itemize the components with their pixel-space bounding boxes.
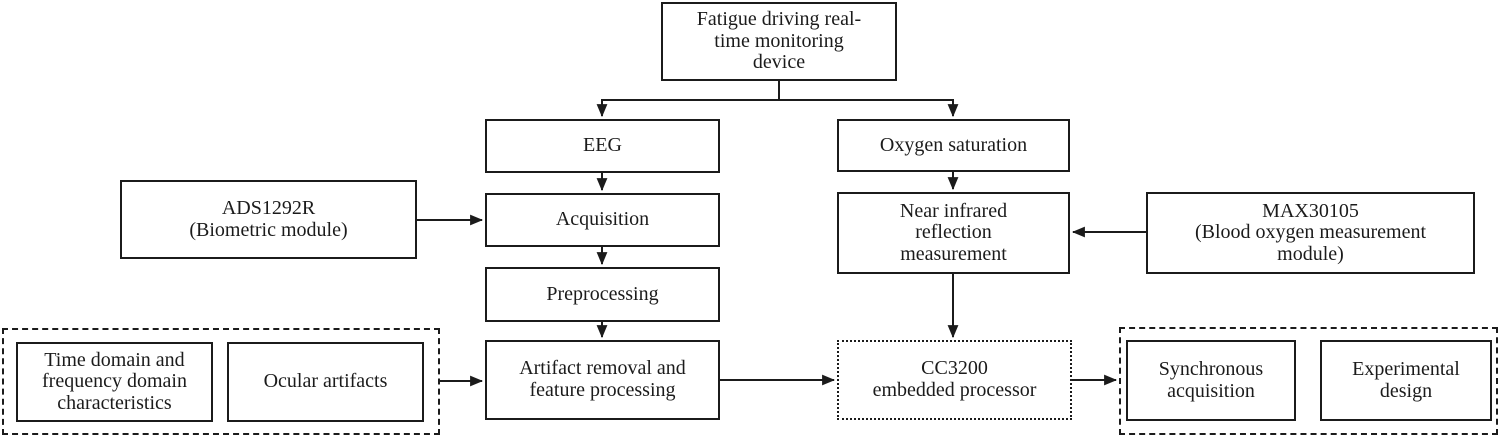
node-time-frequency-characteristics: Time domain and frequency domain charact… (16, 342, 213, 422)
node-acquisition: Acquisition (485, 193, 720, 247)
node-max30105: MAX30105 (Blood oxygen measurement modul… (1146, 192, 1475, 274)
experiment-group-box (1119, 327, 1498, 435)
node-preprocessing: Preprocessing (485, 267, 720, 322)
eeg-feature-group-box (2, 328, 440, 435)
node-oxygen-saturation: Oxygen saturation (837, 119, 1070, 172)
node-artifact-removal: Artifact removal and feature processing (485, 340, 720, 420)
node-near-infrared: Near infrared reflection measurement (837, 192, 1070, 274)
node-cc3200-processor: CC3200 embedded processor (837, 340, 1072, 420)
node-synchronous-acquisition: Synchronous acquisition (1126, 340, 1296, 421)
node-ads1292r: ADS1292R (Biometric module) (120, 180, 417, 259)
node-experimental-design: Experimental design (1320, 340, 1492, 421)
node-fatigue-monitoring-device: Fatigue driving real- time monitoring de… (661, 2, 897, 81)
node-eeg: EEG (485, 119, 720, 173)
node-ocular-artifacts: Ocular artifacts (227, 342, 424, 422)
